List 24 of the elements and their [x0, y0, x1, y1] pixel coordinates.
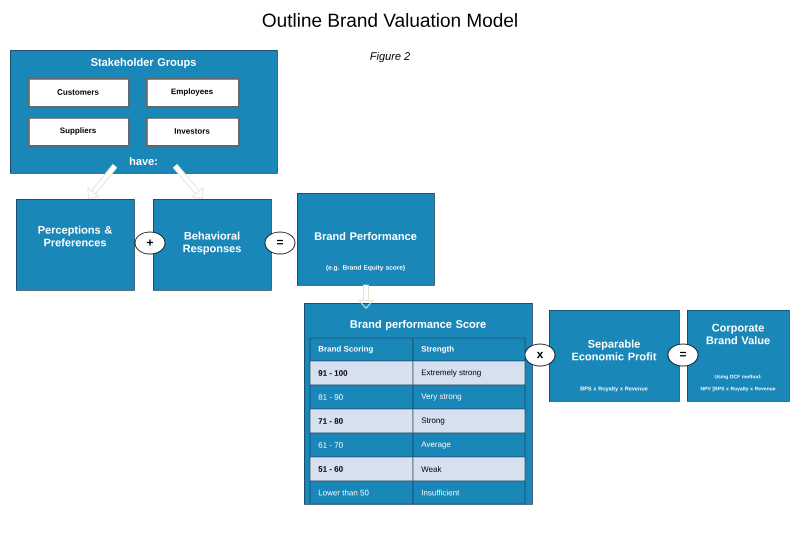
table-cell: Strong: [412, 408, 526, 434]
group-box: Suppliers: [28, 117, 130, 147]
hollow-arrow: [172, 164, 204, 199]
table-cell: 81 - 90: [310, 384, 414, 410]
table-cell: Strength: [412, 338, 526, 362]
group-box: Customers: [28, 78, 130, 108]
title: Outline Brand Valuation Model: [262, 13, 517, 27]
figure-label: Figure 2: [370, 52, 410, 62]
table-cell: 61 - 70: [310, 432, 414, 458]
table-cell: 71 - 80: [310, 408, 414, 434]
table-cell: Insufficient: [412, 480, 526, 504]
table-cell: 51 - 60: [310, 456, 414, 482]
table-cell: Extremely strong: [412, 360, 526, 386]
table-cell: Average: [412, 432, 526, 458]
group-box: Employees: [146, 78, 240, 108]
group-box: Investors: [146, 117, 240, 147]
table-cell: Very strong: [412, 384, 526, 410]
table-cell: Lower than 50: [310, 480, 414, 504]
table-cell: Brand Scoring: [310, 338, 414, 362]
process-box: Perceptions & Preferences: [16, 199, 135, 291]
table-cell: Weak: [412, 456, 526, 482]
table-cell: 91 - 100: [310, 360, 414, 386]
process-box: Behavioral Responses: [153, 199, 272, 291]
hollow-arrow: [87, 164, 118, 199]
